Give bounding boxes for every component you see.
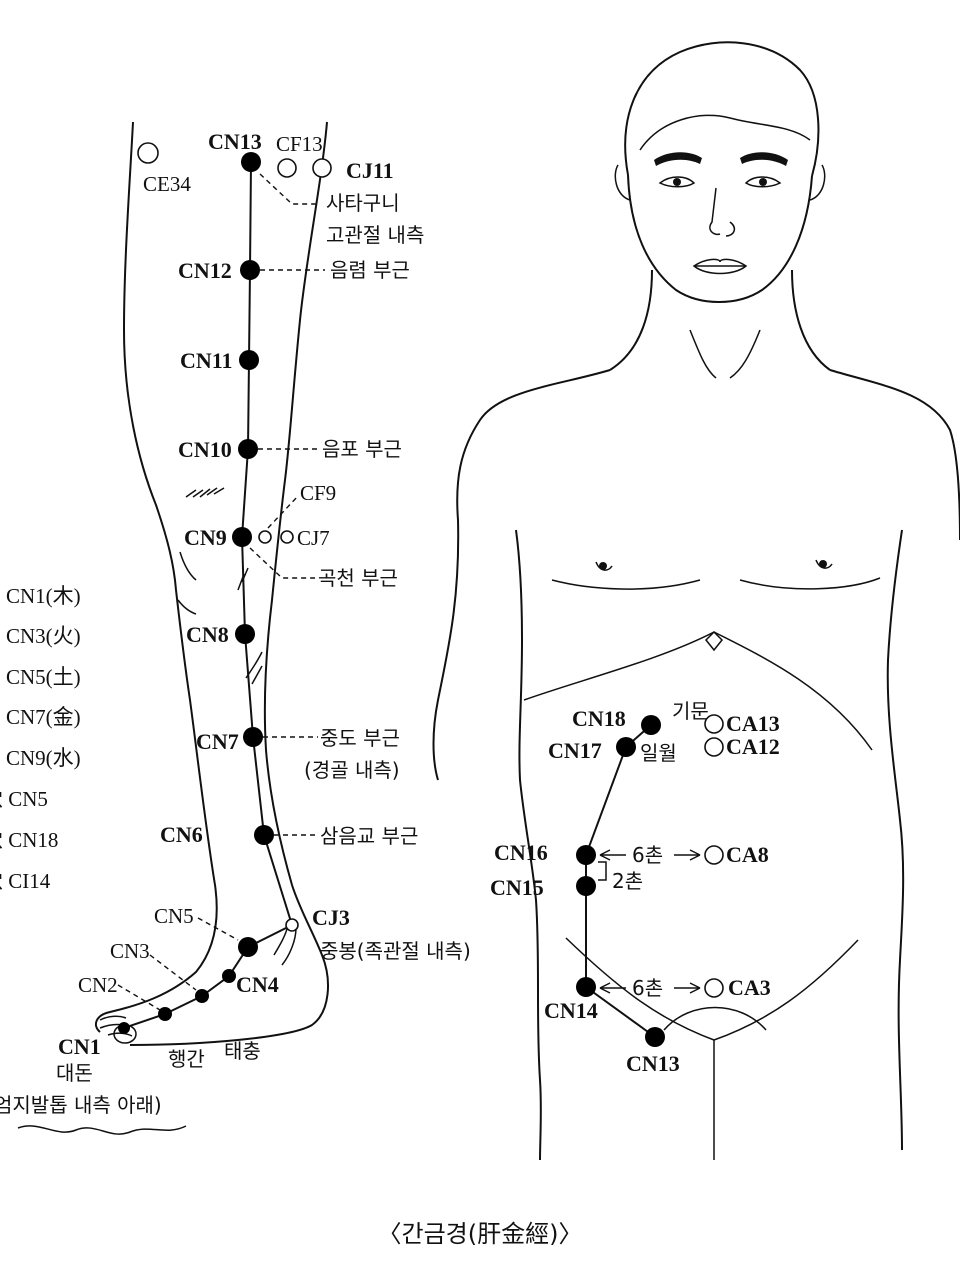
leg-labels: CN13 CN12 CN11 CN10 CN9 CN8 CN7 CN6 CN5 … xyxy=(0,129,471,1117)
label-ca3: CA3 xyxy=(728,975,771,1000)
point-cn7 xyxy=(243,727,263,747)
note-six-chon-upper: 6촌 xyxy=(632,843,663,867)
point-ca12 xyxy=(704,737,724,757)
note-two-chon: 2촌 xyxy=(612,869,643,893)
note-ilwol: 일월 xyxy=(640,741,677,765)
list-item: 穴 CI14 xyxy=(0,869,51,893)
point-cn12 xyxy=(240,260,260,280)
note-tibia-inner: (경골 내측) xyxy=(304,758,400,782)
label-cj3: CJ3 xyxy=(312,905,350,930)
figure-caption: 〈간금경(肝金經)〉 xyxy=(378,1220,583,1248)
point-cn8 xyxy=(235,624,255,644)
torso-points xyxy=(576,714,724,1047)
note-toe: 엄지발톱 내측 아래) xyxy=(0,1093,162,1117)
list-item: 穴 CN5 xyxy=(0,787,48,811)
point-cf9 xyxy=(258,530,272,544)
label-ca13: CA13 xyxy=(726,711,780,736)
list-item: 穴 CN18 xyxy=(0,828,58,852)
note-haenggan: 행간 xyxy=(168,1047,205,1071)
point-ca8 xyxy=(704,845,724,865)
label-cn8: CN8 xyxy=(186,622,229,647)
note-gokcheon: 곡천 부근 xyxy=(318,566,398,590)
five-element-list: CN1(木) CN3(火) CN5(土) CN7(金) CN9(水) 穴 CN5… xyxy=(0,584,81,893)
point-cn15 xyxy=(576,876,596,896)
list-item: CN1(木) xyxy=(6,584,81,608)
point-cn13 xyxy=(241,152,261,172)
point-cn5 xyxy=(238,937,258,957)
torso-labels: CN18 CN17 CN16 CN15 CN14 CN13 CA13 CA12 … xyxy=(490,699,780,1076)
point-cn6 xyxy=(254,825,274,845)
label-cj11: CJ11 xyxy=(346,158,394,183)
label-cn2: CN2 xyxy=(78,973,118,997)
point-ce34 xyxy=(137,142,159,164)
leg-leaders xyxy=(117,173,325,1011)
label-cn11: CN11 xyxy=(180,348,233,373)
point-cj11 xyxy=(312,158,332,178)
point-cj7 xyxy=(280,530,294,544)
point-cn1 xyxy=(118,1022,130,1034)
point-cn18 xyxy=(641,715,661,735)
list-item: CN5(土) xyxy=(6,665,81,689)
note-taechung: 태충 xyxy=(224,1039,261,1063)
label-cn13-torso: CN13 xyxy=(626,1051,680,1076)
point-cn4 xyxy=(222,969,236,983)
torso-figure xyxy=(432,41,960,1161)
label-cj7: CJ7 xyxy=(297,526,330,550)
label-cn6: CN6 xyxy=(160,822,203,847)
label-cn18-torso: CN18 xyxy=(572,706,626,731)
label-cn16-torso: CN16 xyxy=(494,840,548,865)
label-cn1: CN1 xyxy=(58,1034,101,1059)
note-eumpo: 음포 부근 xyxy=(322,437,402,461)
label-cn4: CN4 xyxy=(236,972,279,997)
note-eumryeom: 음렴 부근 xyxy=(330,258,410,282)
list-item: CN7(金) xyxy=(6,705,81,729)
point-ca3 xyxy=(704,978,724,998)
leg-points xyxy=(118,142,332,1034)
label-cn12: CN12 xyxy=(178,258,232,283)
leg-outline xyxy=(17,121,329,1135)
label-cn10: CN10 xyxy=(178,437,232,462)
list-item: CN3(火) xyxy=(6,624,81,648)
note-sameumgyo: 삼음교 부근 xyxy=(320,824,418,848)
note-jungdo: 중도 부근 xyxy=(320,726,400,750)
point-cn10 xyxy=(238,439,258,459)
torso-measures xyxy=(598,849,701,994)
point-ca13 xyxy=(704,714,724,734)
point-cn2 xyxy=(158,1007,172,1021)
label-cn17-torso: CN17 xyxy=(548,738,602,763)
point-cn17 xyxy=(616,737,636,757)
label-cn3: CN3 xyxy=(110,939,150,963)
label-cf13: CF13 xyxy=(276,132,323,156)
point-cn11 xyxy=(239,350,259,370)
note-daedon: 대돈 xyxy=(56,1061,93,1085)
note-gimun: 기문 xyxy=(672,699,709,723)
label-ca8: CA8 xyxy=(726,842,769,867)
leg-meridian-line xyxy=(123,161,294,1029)
point-cn3 xyxy=(195,989,209,1003)
label-cf9: CF9 xyxy=(300,481,336,505)
label-cn7: CN7 xyxy=(196,729,239,754)
point-cn9 xyxy=(232,527,252,547)
label-ce34: CE34 xyxy=(143,172,191,196)
label-cn15-torso: CN15 xyxy=(490,875,544,900)
point-cj3 xyxy=(285,918,299,932)
label-ca12: CA12 xyxy=(726,734,780,759)
note-satagu-ni: 사타구니 xyxy=(326,191,400,215)
label-cn13: CN13 xyxy=(208,129,262,154)
point-cn14 xyxy=(576,977,596,997)
list-item: CN9(水) xyxy=(6,746,81,770)
note-jungbong: 중봉(족관절 내측) xyxy=(320,939,471,963)
note-hip-inner: 고관절 내측 xyxy=(326,223,424,247)
note-six-chon-lower: 6촌 xyxy=(632,976,663,1000)
point-cn16 xyxy=(576,845,596,865)
label-cn5: CN5 xyxy=(154,904,194,928)
point-cn13-torso xyxy=(645,1027,665,1047)
point-cf13 xyxy=(277,158,297,178)
label-cn9: CN9 xyxy=(184,525,227,550)
label-cn14-torso: CN14 xyxy=(544,998,598,1023)
